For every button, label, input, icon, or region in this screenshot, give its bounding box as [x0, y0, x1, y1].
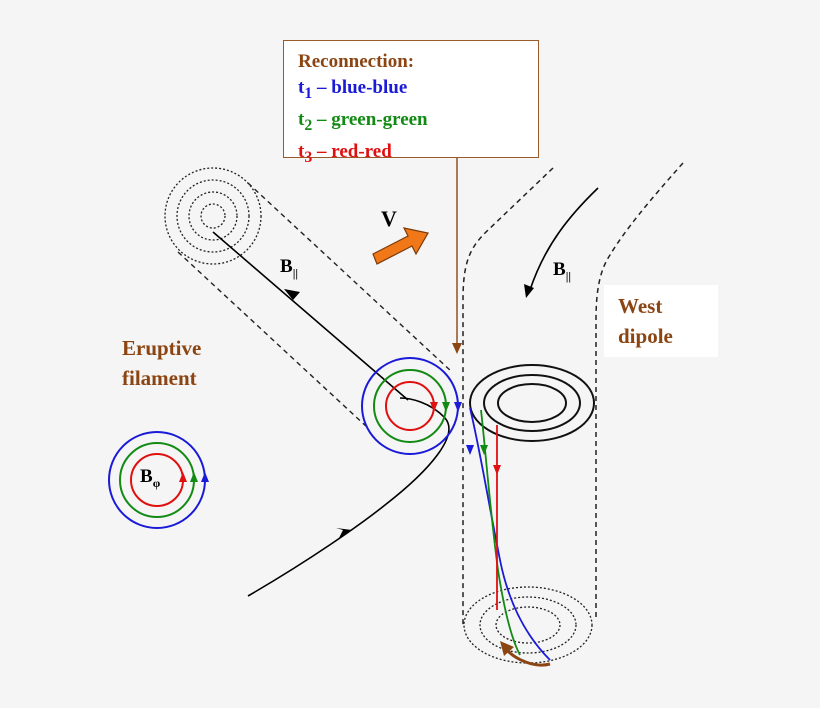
west-field-arrowhead	[524, 284, 534, 298]
filament-axis-arrowhead	[284, 289, 300, 300]
legend-t1: t1 – blue-blue	[298, 77, 408, 102]
eruptive-tube-top-end	[164, 167, 262, 265]
b-parallel-label-filament: B||	[280, 256, 298, 280]
eruptive-tube-edges	[177, 182, 453, 429]
reconnected-line-arrowhead	[336, 528, 352, 540]
filament-ring-arrows	[430, 402, 462, 412]
rotation-arrowhead	[500, 641, 514, 656]
west-tube-top-rings	[469, 364, 595, 442]
reconnection-legend: Reconnection: t1 – blue-blue t2 – green-…	[283, 40, 539, 165]
blue-reconnected-line	[469, 407, 551, 661]
rotation-arrow	[503, 646, 551, 667]
legend-t3: t3 – red-red	[298, 140, 392, 166]
b-phi-ring-arrows	[179, 472, 209, 482]
west-line-arrowheads	[466, 445, 501, 475]
b-parallel-label-west: B||	[553, 259, 571, 283]
reconnected-field-line	[247, 397, 450, 597]
eruptive-filament-label: Eruptive filament	[122, 336, 202, 390]
legend-pointer-arrowhead	[452, 343, 462, 354]
velocity-arrow-icon	[372, 227, 429, 265]
west-field-line	[529, 187, 599, 291]
legend-t2: t2 – green-green	[298, 108, 428, 134]
b-phi-label: Bφ	[140, 466, 161, 490]
west-tube-right-edge	[595, 162, 684, 618]
west-tube-bottom-rings	[463, 586, 593, 664]
west-tube-left-edge	[462, 167, 554, 628]
legend-title: Reconnection:	[298, 51, 415, 72]
west-dipole-label: West dipole	[604, 285, 718, 357]
velocity-label: V	[381, 206, 397, 231]
